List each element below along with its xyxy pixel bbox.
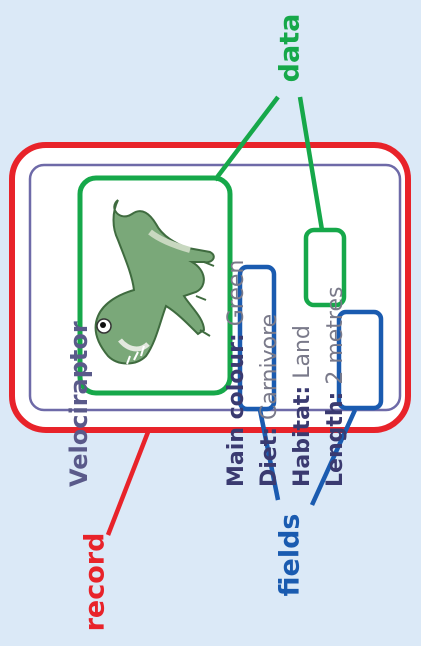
card-fields: Main colour: Green Diet: Carnivore Habit…	[220, 260, 352, 487]
data-label: data	[274, 13, 306, 83]
fields-label: fields	[274, 513, 306, 597]
field-row-habitat: Habitat: Land	[286, 260, 319, 487]
field-row-diet: Diet: Carnivore	[253, 260, 286, 487]
field-value: Land	[290, 325, 315, 379]
field-key: Main colour:	[224, 333, 249, 487]
field-value: Green	[224, 259, 249, 327]
data-line-value	[297, 96, 325, 231]
record-line	[105, 431, 151, 536]
fields-line-main-colour	[257, 409, 281, 501]
fields-line-length	[309, 409, 358, 506]
field-key: Length:	[323, 391, 348, 487]
data-line-image	[213, 95, 280, 182]
field-key: Habitat:	[290, 385, 315, 487]
field-key: Diet:	[257, 426, 282, 487]
value-data-box	[303, 227, 347, 308]
field-box-main-colour	[237, 264, 277, 412]
field-value: Carnivore	[257, 313, 282, 420]
image-data-box	[77, 175, 233, 396]
field-row-main-colour: Main colour: Green	[220, 260, 253, 487]
field-row-length: Length: 2 metres	[319, 260, 352, 487]
card-content: Velociraptor Main colour: Green Diet: Ca…	[45, 65, 375, 505]
field-value: 2 metres	[323, 286, 348, 385]
dinosaur-illustration	[94, 199, 215, 365]
field-box-length	[336, 309, 384, 411]
card-title: Velociraptor	[65, 321, 93, 487]
record-label: record	[79, 532, 111, 632]
